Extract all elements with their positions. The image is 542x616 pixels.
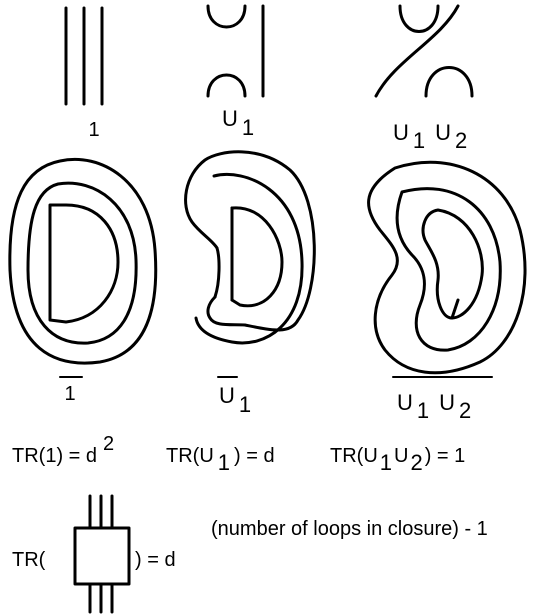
svg-text:TR(: TR( <box>12 549 46 571</box>
svg-text:U1: U1 <box>219 383 251 417</box>
tangle-box <box>73 494 131 614</box>
identity-label: 1 <box>88 119 99 141</box>
svg-text:) = d: ) = d <box>135 549 176 571</box>
identity-closure-label: 1 <box>59 376 83 405</box>
svg-text:1: 1 <box>64 383 75 405</box>
identity-closure <box>8 157 158 365</box>
svg-text:(number of loops in closure) -: (number of loops in closure) - 1 <box>211 518 488 540</box>
u1u2-closure <box>367 160 527 375</box>
identity-braid <box>64 6 104 106</box>
u1-braid <box>206 4 265 98</box>
u1u2-braid <box>374 4 474 98</box>
general-trace-formula: TR( ) = d (number of loops in closure) -… <box>12 494 488 614</box>
trace-identity: TR(1) = d2 <box>12 433 114 467</box>
u1-closure <box>184 150 316 345</box>
